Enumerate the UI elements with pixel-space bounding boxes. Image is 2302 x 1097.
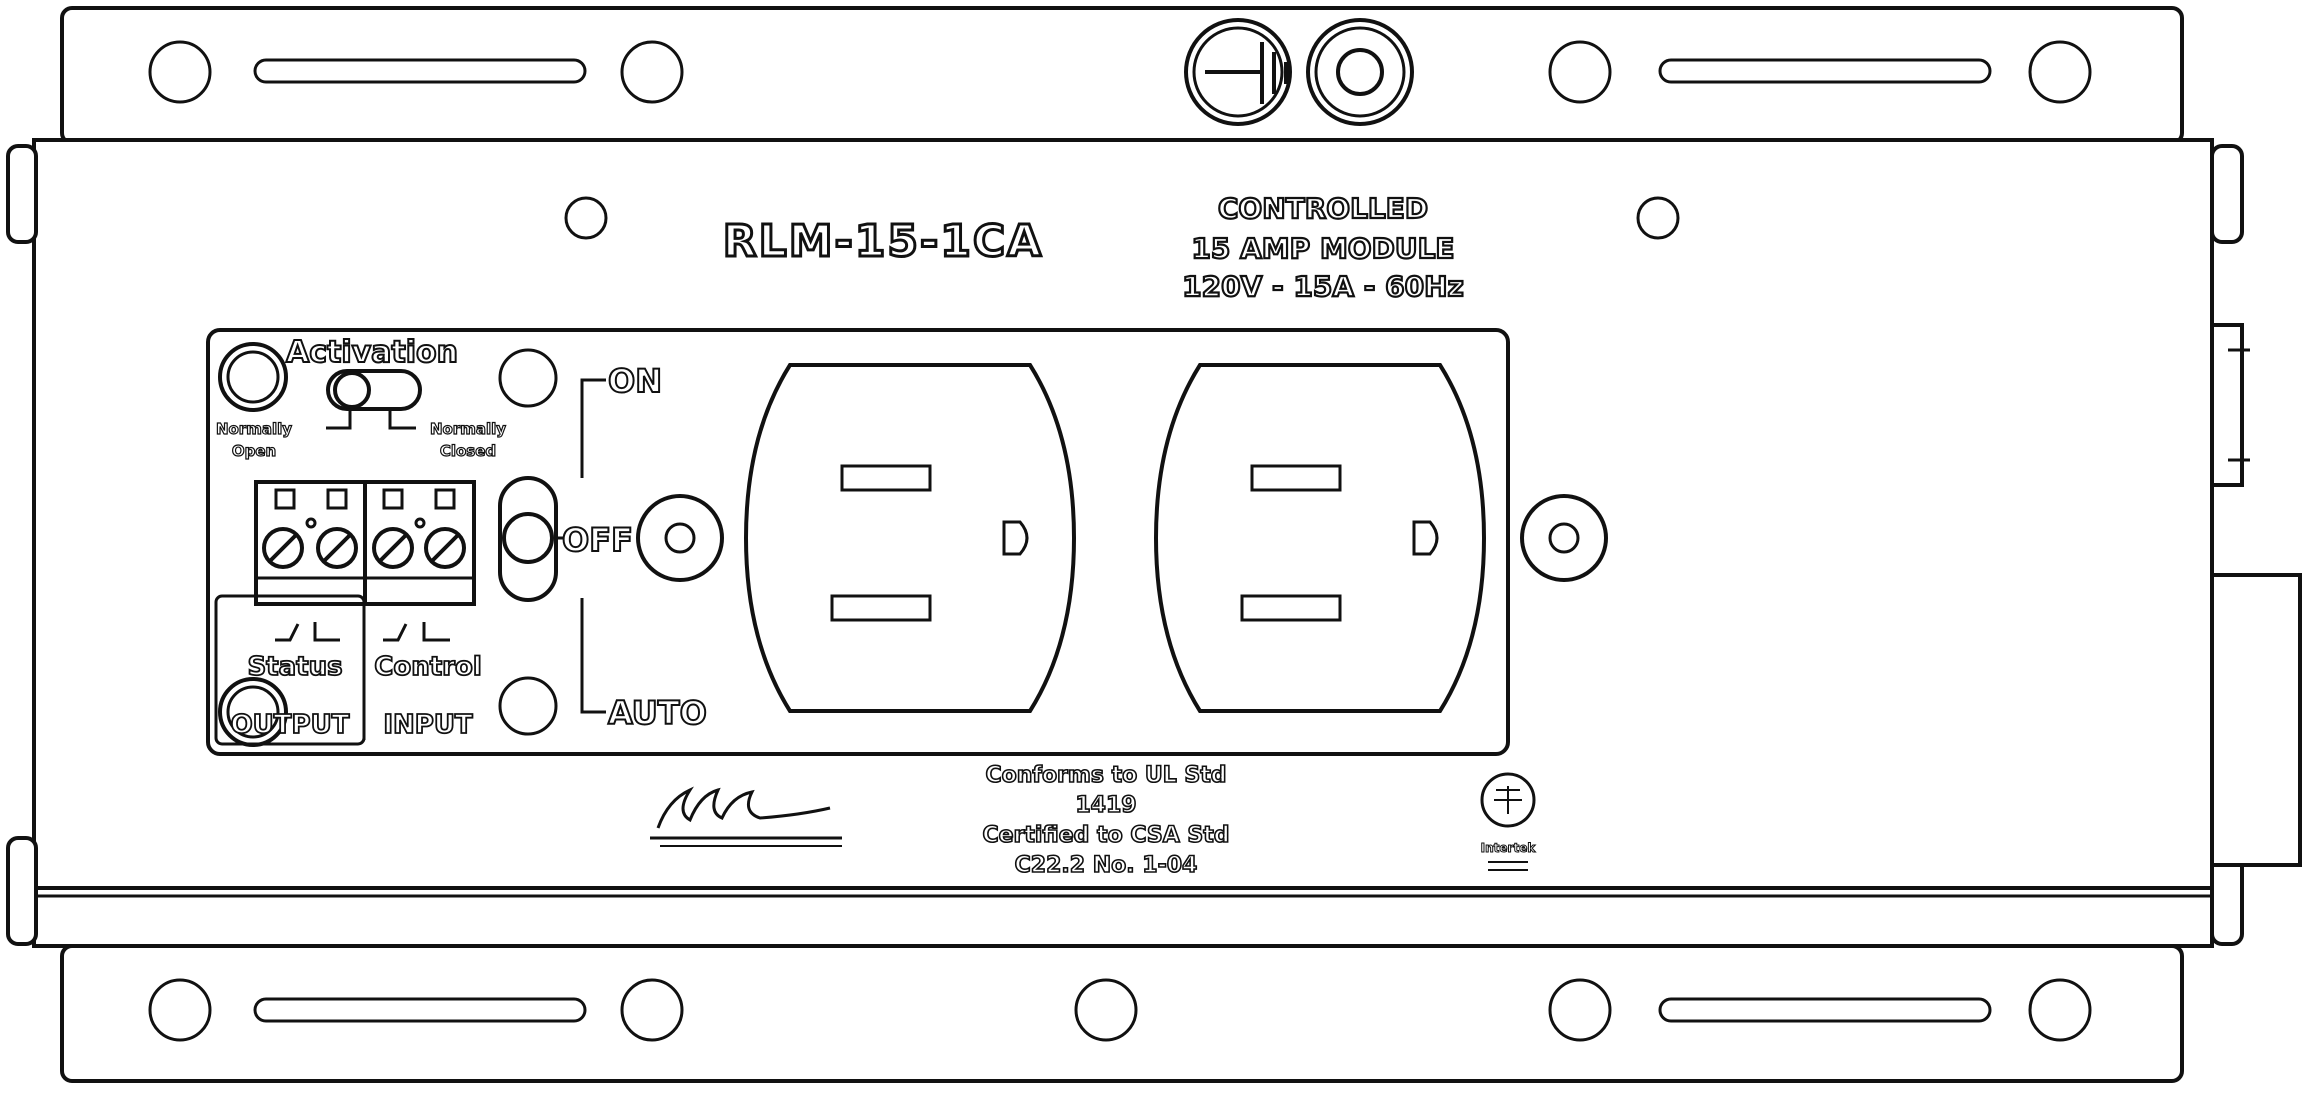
description-line: CONTROLLED [1218, 192, 1428, 225]
body-hole [564, 196, 608, 240]
auto-label: AUTO [608, 694, 707, 732]
activation-label: Activation [286, 335, 458, 370]
control-contact-icon [383, 623, 408, 642]
mounting-hole [148, 40, 212, 104]
module-description: CONTROLLED 15 AMP MODULE 120V - 15A - 60… [1181, 191, 1465, 304]
activation-switch[interactable] [326, 369, 422, 411]
manufacturer-logo [650, 786, 842, 847]
ground-hole-icon [1002, 520, 1029, 556]
mounting-slot [253, 58, 587, 84]
off-label: OFF [562, 521, 633, 559]
faceplate-screw-icon [218, 342, 288, 412]
description-line: 120V - 15A - 60Hz [1182, 270, 1464, 303]
normally-open-label-line: Normally [216, 420, 292, 438]
cert-line: Conforms to UL Std [985, 763, 1226, 788]
side-bracket [6, 836, 38, 946]
outlet-slot [840, 464, 932, 492]
mounting-hole [2028, 978, 2092, 1042]
mounting-hole [2028, 40, 2092, 104]
outlet-slot [830, 594, 932, 622]
cert-mark-text: Intertek [1481, 841, 1537, 855]
cert-line: C22.2 No. 1-04 [1015, 853, 1198, 878]
mounting-hole [1074, 978, 1138, 1042]
normally-closed-label-line: Normally [430, 420, 506, 438]
ground-screw-icon [1306, 18, 1414, 126]
model-number: RLM-15-1CA [723, 216, 1043, 267]
side-bracket [2210, 144, 2244, 244]
ground-hole-icon [1412, 520, 1439, 556]
terminal-screw-icon[interactable] [372, 527, 414, 569]
control-label: Control [374, 652, 481, 682]
cert-line: 1419 [1075, 793, 1136, 818]
module-body [6, 138, 2302, 948]
mode-switch-knob-icon [502, 512, 554, 564]
switch-knob-icon [333, 371, 371, 409]
input-label: INPUT [383, 710, 473, 740]
mounting-hole [1548, 40, 1612, 104]
terminal-block [254, 480, 476, 606]
terminal-screw-icon[interactable] [424, 527, 466, 569]
cert-line: Certified to CSA Std [982, 823, 1229, 848]
mounting-slot [253, 997, 587, 1023]
mounting-hole [1548, 978, 1612, 1042]
terminal-screw-icon[interactable] [262, 527, 304, 569]
top-mounting-flange [60, 6, 2184, 145]
mounting-slot [1658, 58, 1992, 84]
body-hole [1636, 196, 1680, 240]
certification-mark-icon: Intertek [1480, 772, 1537, 871]
bottom-mounting-flange [60, 944, 2184, 1083]
ground-terminal-icon [1184, 18, 1292, 126]
on-indicator-led [498, 348, 558, 408]
output-label: OUTPUT [231, 710, 350, 740]
status-label: Status [247, 652, 342, 682]
mounting-hole [620, 40, 684, 104]
mounting-hole [620, 978, 684, 1042]
receptacle-screw-icon [636, 494, 724, 582]
side-conduit-box [2210, 573, 2302, 867]
status-contact-icon [275, 623, 300, 642]
normally-open-label-line: Open [232, 442, 276, 460]
outlet-right[interactable] [1153, 363, 1487, 713]
outlet-left[interactable] [743, 363, 1077, 713]
receptacle-screw-icon [1520, 494, 1608, 582]
description-line: 15 AMP MODULE [1191, 232, 1454, 265]
side-connector [2210, 323, 2244, 487]
on-label: ON [608, 362, 662, 400]
normally-closed-label-line: Closed [440, 442, 496, 460]
terminal-screw-icon[interactable] [316, 527, 358, 569]
outlet-slot [1240, 594, 1342, 622]
side-bracket [6, 144, 38, 244]
auto-indicator-led [498, 676, 558, 736]
faceplate: Activation Normally Open Normally Closed [206, 328, 1608, 756]
mounting-slot [1658, 997, 1992, 1023]
mounting-hole [148, 978, 212, 1042]
outlet-slot [1250, 464, 1342, 492]
certification-text: Conforms to UL Std 1419 Certified to CSA… [982, 762, 1231, 879]
